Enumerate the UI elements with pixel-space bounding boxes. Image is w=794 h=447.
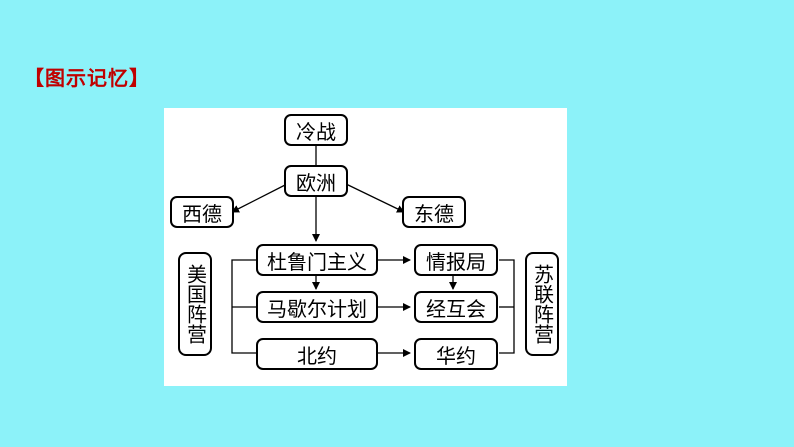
node-west-germany: 西德 [170,196,234,228]
arrow-europe-westgermany [231,182,290,213]
node-cold-war: 冷战 [284,114,348,146]
node-comecon: 经互会 [414,291,498,323]
section-heading: 【图示记忆】 [24,66,150,90]
node-east-germany: 东德 [402,196,466,228]
node-nato: 北约 [256,338,378,370]
node-warsaw-pact: 华约 [414,338,498,370]
arrow-europe-eastgermany [343,182,405,213]
node-cominform: 情报局 [414,244,498,276]
node-europe: 欧洲 [284,165,348,197]
node-us-camp: 美国阵营 [178,252,212,356]
connector-lines [231,145,515,357]
node-soviet-camp: 苏联阵营 [525,252,559,356]
node-marshall-plan: 马歇尔计划 [256,291,378,323]
node-truman-doctrine: 杜鲁门主义 [256,244,378,276]
diagram-panel: 冷战 欧洲 西德 东德 杜鲁门主义 情报局 马歇尔计划 经互会 北约 华约 美国… [164,108,567,386]
